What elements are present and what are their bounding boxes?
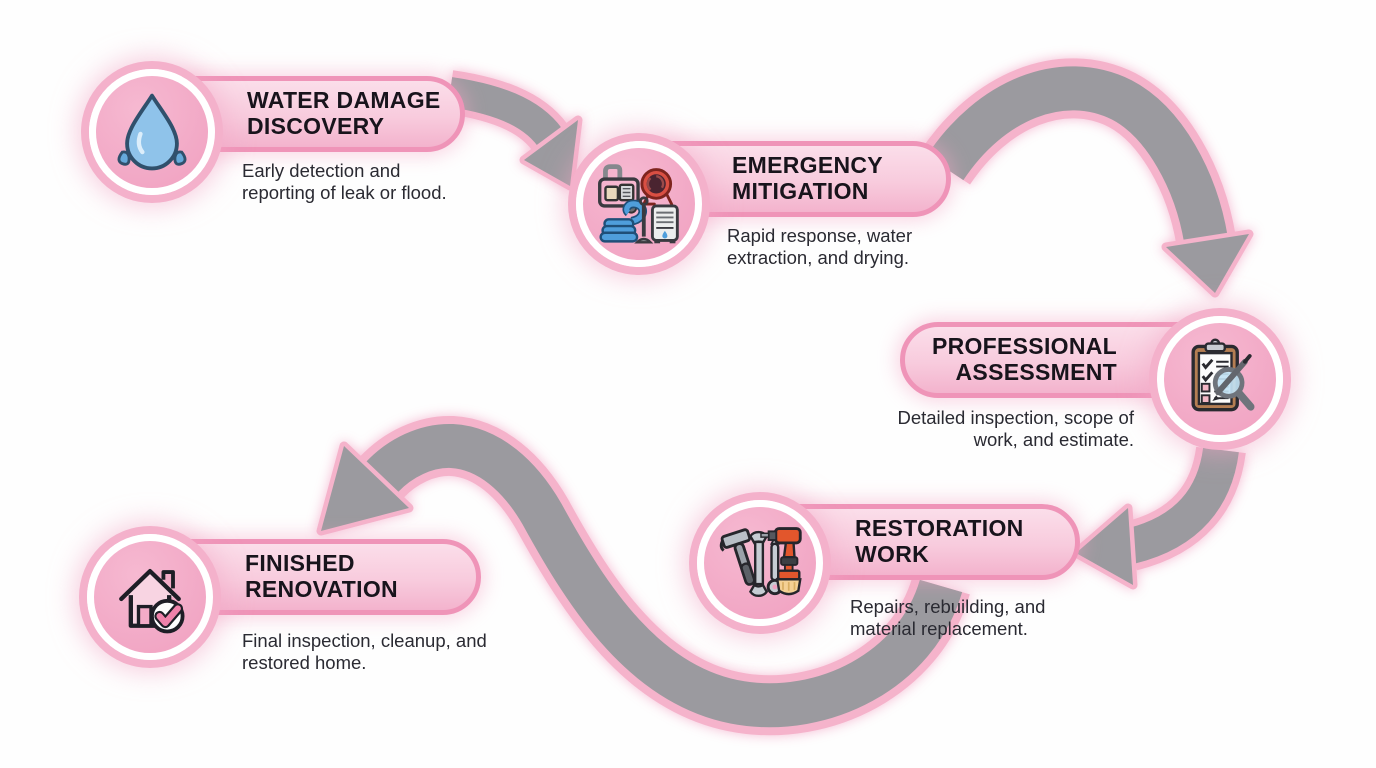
step-circle	[697, 500, 823, 626]
water-drop-icon	[117, 93, 187, 171]
arrow-step3-to-step4	[1071, 446, 1246, 590]
step-title: FINISHED RENOVATION	[245, 550, 398, 602]
step-circle	[87, 534, 213, 660]
step-description: Early detection and reporting of leak or…	[242, 160, 447, 204]
step-title: WATER DAMAGE DISCOVERY	[247, 87, 441, 139]
step-pill: WATER DAMAGE DISCOVERY	[150, 76, 465, 152]
arrow-step2-to-step3	[919, 58, 1254, 298]
house-check-icon	[119, 568, 185, 634]
step-title: RESTORATION WORK	[855, 515, 1024, 567]
drying-equipment-icon	[598, 164, 679, 244]
tools-icon	[719, 527, 802, 598]
step-description: Detailed inspection, scope of work, and …	[897, 407, 1134, 451]
step-description: Final inspection, cleanup, and restored …	[242, 630, 487, 674]
step-circle	[576, 141, 702, 267]
step-description: Repairs, rebuilding, and material replac…	[850, 596, 1046, 640]
step-circle	[1157, 316, 1283, 442]
step-title: PROFESSIONAL ASSESSMENT	[931, 333, 1117, 385]
step-description: Rapid response, water extraction, and dr…	[727, 225, 913, 269]
arrow-step1-to-step2	[446, 70, 583, 191]
step-title: EMERGENCY MITIGATION	[732, 152, 883, 204]
clipboard-checklist-icon	[1191, 338, 1255, 412]
step-circle	[89, 69, 215, 195]
